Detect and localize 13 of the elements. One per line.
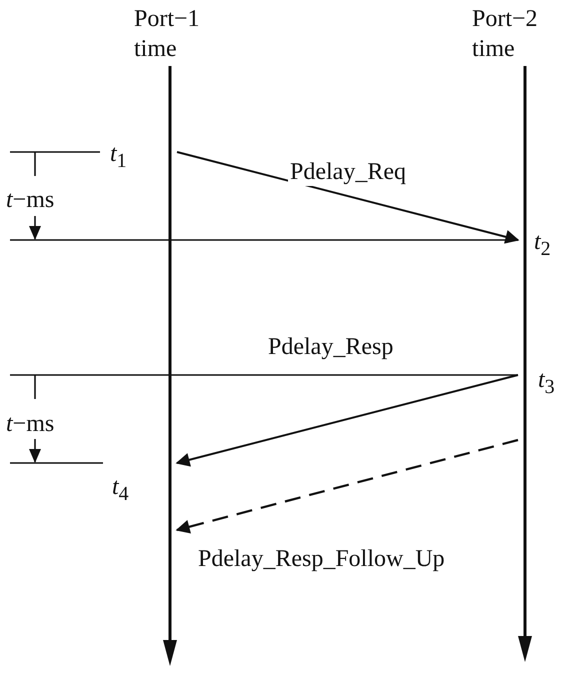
arrow	[176, 374, 518, 467]
timeline-label: Port−1 time	[134, 4, 204, 68]
timeline-arrow	[518, 66, 532, 662]
arrow	[176, 438, 518, 534]
time-marker: t$_{1}$	[110, 140, 127, 174]
time-marker: t$_{4}$	[112, 473, 129, 507]
time-marker: t$_{2}$	[534, 228, 551, 262]
arrow	[176, 151, 520, 244]
timeline-arrow	[163, 66, 177, 666]
timeline-label: Port−2 time	[472, 4, 542, 68]
interval-label: t−ms	[6, 186, 54, 214]
time-marker: t$_{3}$	[538, 366, 555, 400]
interval-label: t−ms	[6, 410, 54, 438]
